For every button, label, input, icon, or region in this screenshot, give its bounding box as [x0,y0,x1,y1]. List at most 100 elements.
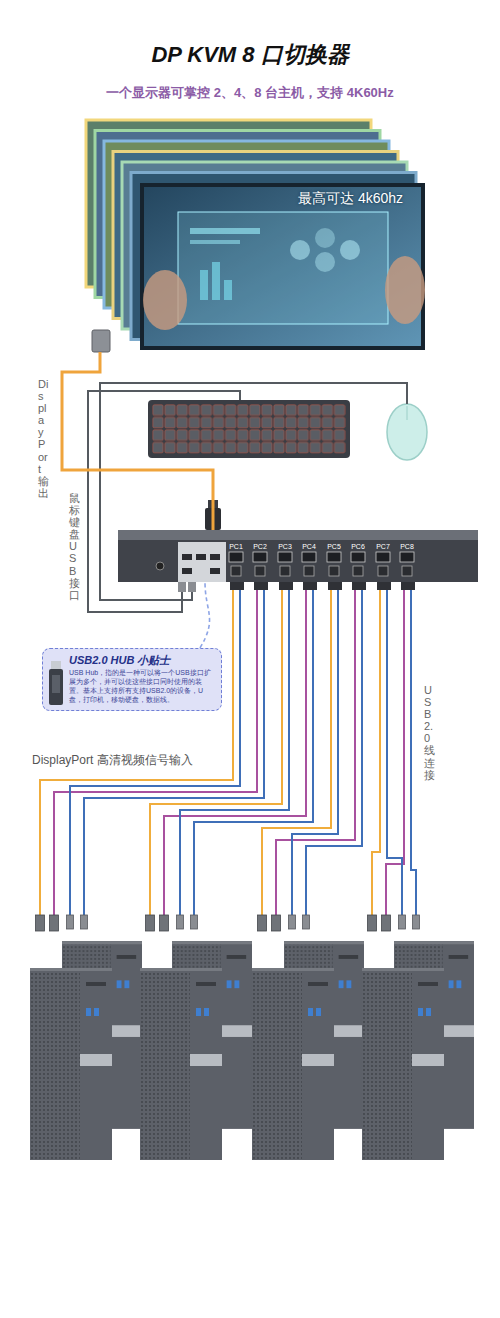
monitor-stack [315,228,335,248]
monitor-stack [190,240,240,244]
port-label: PC8 [395,542,419,551]
kvm-body [253,552,267,562]
monitor-stack [178,212,388,324]
monitor-display: 最高可达 4k60hz [85,120,425,352]
monitor-stack [200,270,208,300]
kvm-body [210,554,220,560]
cable-label: 鼠标键盘USB接口 [69,492,80,601]
kvm-body [210,568,220,574]
usb-input-cable [306,590,362,915]
kvm-body [304,566,314,576]
usb-plug [188,582,196,592]
kvm-body [400,552,414,562]
dp-plug [92,330,110,352]
dp-plug [36,915,45,931]
usb-plug [67,915,74,929]
dp-plug [36,915,391,931]
monitor-stack [340,240,360,260]
kvm-body [353,566,363,576]
dp-plug [146,915,155,931]
monitor-stack [143,270,187,330]
kvm-body [302,552,316,562]
kvm-body [156,562,164,570]
port-label: PC5 [322,542,346,551]
dp-input-cable [276,590,355,915]
pc-tower [362,968,444,1160]
dp-input-cable [372,590,380,915]
usb-input-cable [411,590,416,915]
monitor-stack [315,252,335,272]
keyboard [148,400,350,458]
dp-plug [272,915,281,931]
usb-stick [48,661,64,707]
kvm-body [378,566,388,576]
kvm-body [402,566,412,576]
cable-label: DisplayPort 输出 [38,378,49,499]
usb-plug [191,915,198,929]
kvm-body [182,554,192,560]
kvm-body [351,552,365,562]
monitor-stack [144,187,421,346]
cable-connector [200,582,210,648]
diagram-title: DP KVM 8 口切换器 [0,40,500,70]
pc-tower [140,968,222,1160]
pc-tower [252,968,334,1160]
port-label: PC7 [371,542,395,551]
kvm-body [376,552,390,562]
usb-plug [289,915,296,929]
kvm-body [118,530,478,540]
monitor-stack [290,240,310,260]
port-label: PC1 [224,542,248,551]
hub-tip-box: USB2.0 HUB 小贴士USB Hub，指的是一种可以将一个USB接口扩展为… [42,648,222,711]
usb-input-cable [194,590,313,915]
monitor-stack [140,183,425,350]
port-label: PC2 [248,542,272,551]
dp-plug [160,915,169,931]
mouse [387,404,427,460]
monitor-stack [224,280,232,300]
usb-plug [81,915,88,929]
usb-plug [413,915,420,929]
dp-plug [50,915,59,931]
kvm-body [231,566,241,576]
kvm-body [196,554,206,560]
monitor-stack [86,120,425,350]
subtitle: 一个显示器可掌控 2、4、8 台主机，支持 4K60Hz [0,84,500,102]
usb-input-cable [387,590,402,915]
usb-plug [303,915,310,929]
kvm-body [182,568,192,574]
tip-body: USB Hub，指的是一种可以将一个USB接口扩展为多个，并可以使这些接口同时使… [69,668,215,704]
usb-plug [177,915,184,929]
usb-stick [49,669,63,705]
kvm-body [118,530,478,582]
kvm-body [278,552,292,562]
port-label: PC6 [346,542,370,551]
usb-stick [51,661,61,669]
kvm-body [329,566,339,576]
usb-input-cable [292,590,338,915]
kvm-body [178,542,226,582]
kvm-body [327,552,341,562]
tip-heading: USB2.0 HUB 小贴士 [69,653,215,667]
keyboard [152,404,346,454]
port-label: PC4 [297,542,321,551]
kvm-body [229,552,243,562]
dp-input-cable [386,590,404,915]
kvm-switch: PC1PC2PC3PC4PC5PC6PC7PC8 [118,530,478,582]
keyboard [148,400,350,458]
cable-connector [62,352,213,530]
pc-tower [30,941,474,1160]
pc-tower [30,968,112,1160]
cable-label: DisplayPort 高清视频信号输入 [30,752,195,769]
kvm-body [118,530,478,582]
dp-plug [382,915,391,931]
usb-plug [67,915,420,929]
usb-plug [178,582,196,592]
port-label: PC3 [273,542,297,551]
mouse [387,404,427,460]
kvm-body [255,566,265,576]
dp-input-cable [262,590,331,915]
screen-caption: 最高可达 4k60hz [298,190,403,208]
monitor-stack [190,228,260,234]
